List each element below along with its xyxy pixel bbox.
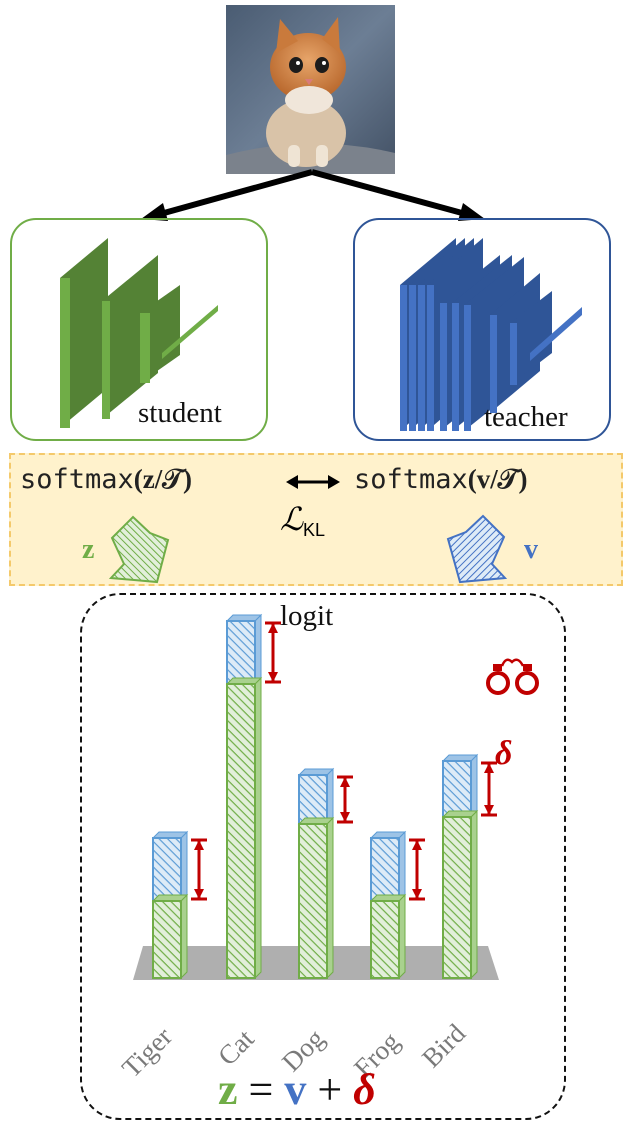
student-softmax-arg: (z/𝒯) — [133, 464, 192, 494]
student-layers-icon — [60, 238, 218, 428]
student-arrow-symbol: z — [82, 534, 95, 565]
teacher-arrow-symbol: v — [524, 534, 538, 565]
teacher-softmax-fn: softmax — [354, 464, 468, 495]
eq-plus: + — [317, 1065, 343, 1114]
loss-symbol: ℒ — [280, 501, 304, 537]
eq-delta: δ — [353, 1065, 376, 1114]
delta-arrowhead-down — [194, 889, 204, 899]
kl-double-arrow-icon — [286, 475, 340, 489]
student-down-arrow — [108, 515, 170, 584]
eq-z: z — [218, 1065, 238, 1114]
delta-arrowhead-up — [484, 763, 494, 773]
logit-label: logit — [280, 600, 334, 632]
teacher-label: teacher — [484, 401, 568, 433]
student-softmax: softmax(z/𝒯) — [20, 464, 192, 496]
student-label: student — [138, 397, 222, 429]
delta-label: δ — [495, 735, 513, 772]
teacher-softmax: softmax(v/𝒯) — [354, 464, 527, 496]
student-bar-dog — [298, 823, 328, 979]
teacher-down-arrow — [446, 514, 508, 584]
eq-v: v — [284, 1065, 307, 1114]
delta-arrowhead-down — [268, 672, 278, 682]
delta-arrowhead-up — [194, 840, 204, 850]
teacher-network-box — [353, 218, 611, 441]
kl-loss: ℒKL — [280, 500, 326, 540]
teacher-bar-tiger — [152, 837, 182, 902]
teacher-softmax-arg: (v/𝒯) — [467, 464, 528, 494]
branch-arrows — [141, 169, 485, 221]
hatched-arrows — [108, 514, 508, 584]
softmax-band — [9, 453, 623, 586]
cat-photo — [226, 5, 395, 174]
logit-box — [80, 593, 566, 1120]
equation: z = v + δ — [218, 1064, 376, 1115]
eq-equals: = — [248, 1065, 274, 1114]
delta-arrowhead-up — [268, 623, 278, 633]
delta-arrowhead-down — [412, 889, 422, 899]
handcuffs-icon — [486, 658, 539, 695]
delta-arrowhead-down — [484, 805, 494, 815]
student-bar-frog — [370, 900, 400, 979]
teacher-bar-bird — [442, 760, 472, 818]
student-bar-cat — [226, 683, 256, 979]
teacher-bar-frog — [370, 837, 400, 902]
teacher-layers-icon — [400, 238, 582, 431]
student-bar-tiger — [152, 900, 182, 979]
teacher-bar-dog — [298, 774, 328, 825]
student-bar-bird — [442, 816, 472, 979]
loss-subscript: KL — [303, 520, 326, 540]
delta-arrowhead-up — [340, 777, 350, 787]
delta-arrowhead-down — [340, 812, 350, 822]
delta-arrowhead-up — [412, 840, 422, 850]
teacher-bar-cat — [226, 620, 256, 685]
student-softmax-fn: softmax — [20, 464, 134, 495]
student-network-box — [10, 218, 268, 441]
